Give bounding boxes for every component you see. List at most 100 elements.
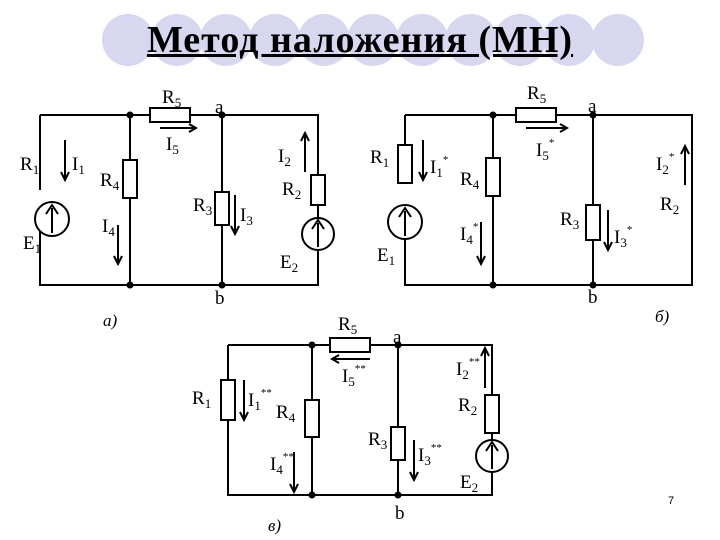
label-r3-a: R3 bbox=[193, 195, 212, 218]
label-e2-a: E2 bbox=[280, 252, 298, 275]
circuit-a-wires bbox=[39, 114, 319, 286]
label-i2-b: I2* bbox=[656, 151, 674, 177]
arrow-i2-c bbox=[480, 345, 490, 388]
label-r5-b: R5 bbox=[527, 83, 546, 106]
resistor-r3-a bbox=[214, 191, 230, 226]
resistor-r1-b bbox=[397, 144, 413, 184]
label-i4-c: I4** bbox=[270, 451, 294, 477]
label-r3-b: R3 bbox=[560, 209, 579, 232]
circuit-c bbox=[220, 337, 509, 499]
label-e2-c: E2 bbox=[460, 472, 478, 495]
decoration-circle bbox=[200, 14, 252, 66]
caption-b: б) bbox=[655, 307, 670, 326]
label-i1-a: I1 bbox=[72, 154, 85, 177]
source-e1-b-arrow bbox=[398, 206, 412, 236]
circuit-a bbox=[34, 107, 335, 289]
label-i5-b: I5* bbox=[536, 137, 554, 163]
label-r5-c: R5 bbox=[338, 314, 357, 337]
resistor-r3-b bbox=[585, 204, 601, 241]
label-r1-b: R1 bbox=[370, 147, 389, 170]
arrow-i2-a bbox=[300, 130, 310, 172]
arrow-i5-b bbox=[526, 123, 570, 133]
node-b-b bbox=[589, 281, 597, 289]
node-label-b-c: b bbox=[395, 503, 405, 524]
label-r4-b: R4 bbox=[460, 169, 480, 192]
label-r2-a: R2 bbox=[282, 179, 301, 202]
label-i2-c: I2** bbox=[456, 356, 480, 382]
node-c-a bbox=[126, 111, 134, 119]
resistor-r5-a bbox=[149, 107, 191, 123]
label-i5-a: I5 bbox=[166, 134, 179, 157]
node-label-a-b: a bbox=[588, 96, 597, 117]
label-i3-b: I3* bbox=[614, 224, 632, 250]
decoration-circle bbox=[298, 14, 350, 66]
arrow-i4-a bbox=[113, 225, 123, 267]
label-r4-a: R4 bbox=[100, 170, 120, 193]
arrow-i5-c bbox=[329, 354, 370, 364]
decoration-circles bbox=[102, 14, 644, 66]
decoration-circle bbox=[445, 14, 497, 66]
arrow-i1-c bbox=[239, 380, 249, 423]
node-label-a-a: a bbox=[215, 97, 224, 118]
label-i4-b: I4* bbox=[460, 221, 478, 247]
decoration-circle bbox=[396, 14, 448, 66]
label-i1-c: I1** bbox=[248, 387, 272, 413]
label-e1-b: E1 bbox=[377, 245, 395, 268]
caption-c: в) bbox=[268, 516, 281, 535]
decoration-circle bbox=[249, 14, 301, 66]
node-a-c bbox=[394, 341, 402, 349]
resistor-r4-c bbox=[304, 399, 320, 438]
label-r4-c: R4 bbox=[276, 402, 296, 425]
label-r3-c: R3 bbox=[368, 429, 387, 452]
arrow-i3-a bbox=[230, 195, 240, 237]
resistor-r2-a bbox=[310, 174, 326, 206]
node-a-a bbox=[218, 111, 226, 119]
arrow-i1-b bbox=[418, 140, 428, 183]
arrow-i2-b bbox=[680, 143, 690, 185]
label-i3-a: I3 bbox=[240, 205, 253, 228]
node-label-a-c: a bbox=[393, 327, 402, 348]
source-e1-a-arrow bbox=[45, 203, 59, 233]
node-c-b bbox=[489, 111, 497, 119]
node-label-b-b: b bbox=[588, 287, 598, 308]
node-b-c bbox=[394, 491, 402, 499]
label-e1-a: E1 bbox=[23, 233, 41, 256]
decoration-circle bbox=[592, 14, 644, 66]
resistor-r5-c bbox=[329, 337, 371, 353]
label-r2-b: R2 bbox=[660, 194, 679, 217]
resistor-r3-c bbox=[390, 426, 406, 461]
decoration-circle bbox=[494, 14, 546, 66]
arrow-i5-a bbox=[160, 123, 199, 133]
resistor-r4-b bbox=[485, 157, 501, 197]
decoration-circle bbox=[543, 14, 595, 66]
arrow-i1-a bbox=[60, 140, 70, 183]
label-i1-b: I1* bbox=[430, 154, 448, 180]
label-r1-c: R1 bbox=[192, 388, 211, 411]
circuit-b bbox=[387, 107, 693, 289]
label-i4-a: I4 bbox=[102, 216, 115, 239]
page-number: 7 bbox=[668, 495, 675, 507]
arrow-i4-b bbox=[476, 222, 486, 267]
resistor-r1-c bbox=[220, 379, 236, 421]
source-e2-c-arrow bbox=[485, 440, 499, 469]
decoration-circle bbox=[102, 14, 154, 66]
arrow-i3-b bbox=[603, 210, 613, 253]
resistor-r5-b bbox=[515, 107, 557, 123]
arrow-i3-c bbox=[409, 440, 419, 483]
node-d-a bbox=[126, 281, 134, 289]
label-i2-a: I2 bbox=[278, 146, 291, 169]
resistor-r2-c bbox=[484, 394, 500, 434]
label-i5-c: I5** bbox=[342, 363, 366, 389]
circuit-c-wires bbox=[227, 344, 493, 496]
node-c-c bbox=[308, 341, 316, 349]
resistor-r4-a bbox=[122, 159, 138, 199]
node-d-b bbox=[489, 281, 497, 289]
label-r2-c: R2 bbox=[458, 395, 477, 418]
label-i3-c: I3** bbox=[418, 442, 442, 468]
node-label-b-a: b bbox=[215, 288, 225, 309]
decoration-circle bbox=[347, 14, 399, 66]
page-title: Метод наложения (МН) bbox=[146, 19, 574, 61]
node-a-b bbox=[589, 111, 597, 119]
arrow-i4-c bbox=[289, 452, 299, 495]
